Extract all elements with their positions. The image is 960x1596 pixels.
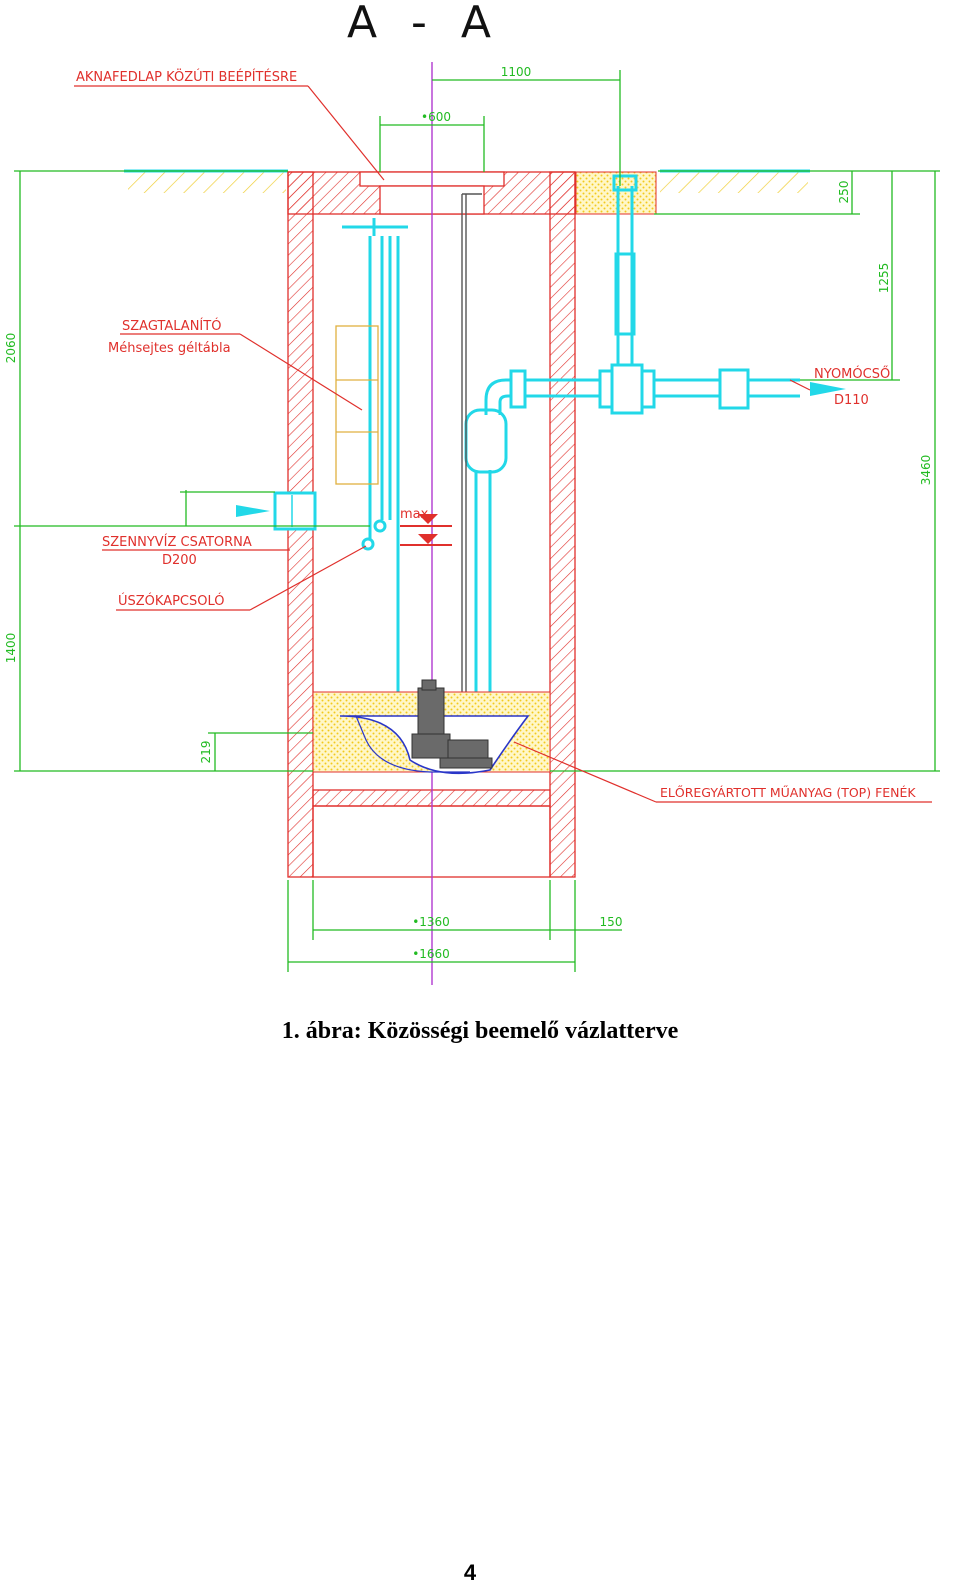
valve-spindle <box>612 174 638 366</box>
dim-1255: 1255 <box>877 263 891 294</box>
pressure-pipe <box>484 363 800 415</box>
label-sewer: SZENNYVÍZ CSATORNA <box>102 534 252 550</box>
dim-1400: 1400 <box>4 633 18 664</box>
label-sewer-size: D200 <box>162 553 197 568</box>
technical-drawing: A - A <box>4 0 940 985</box>
dim-2060: 2060 <box>4 333 18 364</box>
dim-219: 219 <box>199 741 213 764</box>
rising-main <box>464 408 508 742</box>
float-switch-hangers <box>342 218 408 739</box>
dimension-lines <box>14 70 940 972</box>
dim-3460: 3460 <box>919 455 933 486</box>
dim-250: 250 <box>837 181 851 204</box>
label-bottom: ELŐREGYÁRTOTT MŰANYAG (TOP) FENÉK <box>660 785 916 800</box>
dim-600: •600 <box>421 110 451 124</box>
annotation-leaders <box>74 85 932 803</box>
dim-1360: •1360 <box>412 915 450 929</box>
dimension-texts: 1100 •600 250 1255 3460 2060 1400 219 •1… <box>4 65 933 961</box>
deodorizer-panels <box>335 325 379 485</box>
dim-150: 150 <box>600 915 623 929</box>
shaft-walls <box>287 171 576 878</box>
dim-1660: •1660 <box>412 947 450 961</box>
label-deodorizer-sub: Méhsejtes géltábla <box>108 341 231 356</box>
section-title: A - A <box>347 0 501 48</box>
figure-caption: 1. ábra: Közösségi beemelő vázlatterve <box>281 1018 679 1044</box>
guide-rail <box>461 193 482 720</box>
pressure-arrow <box>810 382 846 396</box>
page-number: 4 <box>463 1560 477 1585</box>
label-pressure-pipe: NYOMÓCSŐ <box>814 366 890 382</box>
submersible-pump <box>411 679 493 769</box>
label-pressure-size: D110 <box>834 393 869 408</box>
label-float-switch: ÚSZÓKAPCSOLÓ <box>118 593 225 609</box>
annotation-texts: AKNAFEDLAP KÖZÚTI BEÉPÍTÉSRE SZAGTALANÍT… <box>76 68 916 800</box>
label-deodorizer: SZAGTALANÍTÓ <box>122 318 221 334</box>
max-level-label: max <box>400 507 429 522</box>
dim-1100: 1100 <box>501 65 532 79</box>
label-cover: AKNAFEDLAP KÖZÚTI BEÉPÍTÉSRE <box>76 68 297 85</box>
sewer-inlet <box>236 491 317 531</box>
